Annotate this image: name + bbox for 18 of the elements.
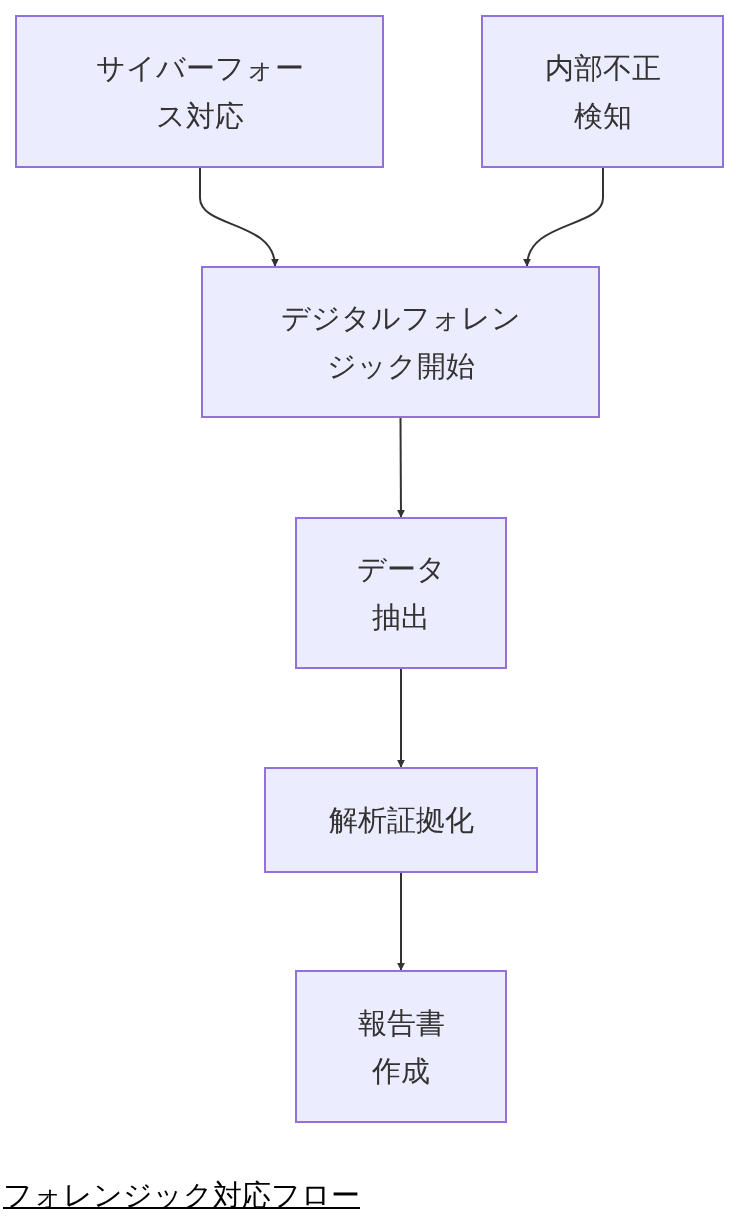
process-box: [295, 517, 507, 669]
process-box: [201, 266, 600, 418]
process-box: [481, 15, 724, 168]
node-label: 内部不正検知: [543, 49, 662, 135]
process-box: [295, 970, 507, 1123]
arrow: [396, 417, 405, 518]
caption: フォレンジック対応フロー: [3, 1177, 360, 1214]
node-label: 報告書作成: [356, 1004, 446, 1090]
process-box: [264, 767, 538, 873]
node-label: データ抽出: [356, 551, 446, 636]
arrow: [524, 167, 604, 267]
arrow: [397, 668, 405, 768]
arrow: [199, 167, 278, 267]
arrow: [397, 872, 405, 971]
node-label: 解析証拠化: [328, 802, 474, 839]
node-label: デジタルフォレンジック開始: [279, 300, 522, 385]
process-box: [15, 15, 384, 168]
node-label: サイバーフォース対応: [94, 49, 305, 135]
